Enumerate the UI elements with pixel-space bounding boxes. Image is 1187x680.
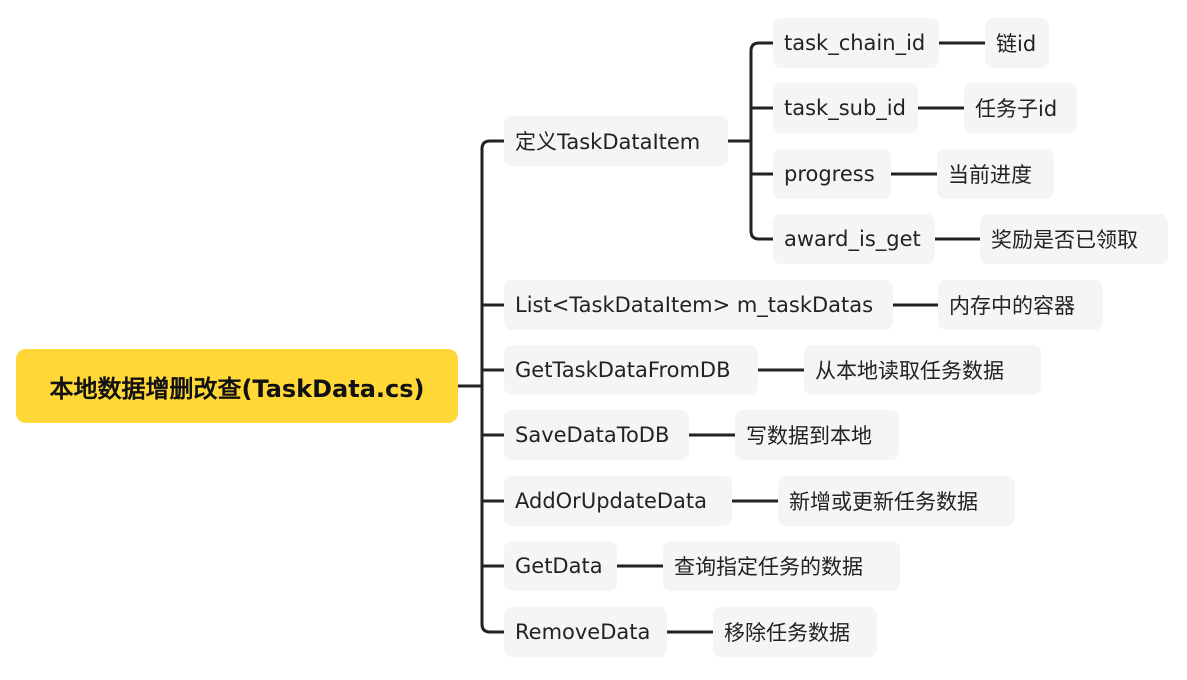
- branch-node-remove-data[interactable]: RemoveData: [504, 607, 667, 657]
- edge-root-to-b0: [480, 139, 506, 151]
- note-node-write-local[interactable]: 写数据到本地: [735, 410, 899, 460]
- branch-node-define-taskdataitem[interactable]: 定义TaskDataItem: [504, 116, 728, 166]
- note-node-chain-id[interactable]: 链id: [985, 18, 1049, 68]
- edge-root-to-b6: [480, 622, 506, 634]
- root-node[interactable]: 本地数据增删改查(TaskData.cs): [16, 349, 458, 423]
- note-node-add-or-update[interactable]: 新增或更新任务数据: [778, 476, 1015, 526]
- branch-node-task-datas-list[interactable]: List<TaskDataItem> m_taskDatas: [504, 280, 893, 330]
- field-node-task-chain-id[interactable]: task_chain_id: [773, 18, 939, 68]
- note-node-read-local[interactable]: 从本地读取任务数据: [804, 345, 1041, 395]
- field-node-progress[interactable]: progress: [773, 149, 891, 199]
- note-node-remove-data[interactable]: 移除任务数据: [713, 607, 877, 657]
- branch-node-add-or-update-data[interactable]: AddOrUpdateData: [504, 476, 732, 526]
- branch-node-save-data-to-db[interactable]: SaveDataToDB: [504, 410, 689, 460]
- edge-b0-to-b0c3: [749, 229, 775, 241]
- edge-b0-to-b0c0: [749, 41, 775, 53]
- branch-node-get-task-data-from-db[interactable]: GetTaskDataFromDB: [504, 345, 758, 395]
- note-node-award-is-get[interactable]: 奖励是否已领取: [980, 214, 1168, 264]
- note-node-memory-container[interactable]: 内存中的容器: [938, 280, 1103, 330]
- field-node-task-sub-id[interactable]: task_sub_id: [773, 83, 918, 133]
- field-node-award-is-get[interactable]: award_is_get: [773, 214, 935, 264]
- note-node-sub-id[interactable]: 任务子id: [964, 83, 1077, 133]
- note-node-progress[interactable]: 当前进度: [937, 149, 1054, 199]
- note-node-query-data[interactable]: 查询指定任务的数据: [663, 541, 900, 591]
- branch-node-get-data[interactable]: GetData: [504, 541, 617, 591]
